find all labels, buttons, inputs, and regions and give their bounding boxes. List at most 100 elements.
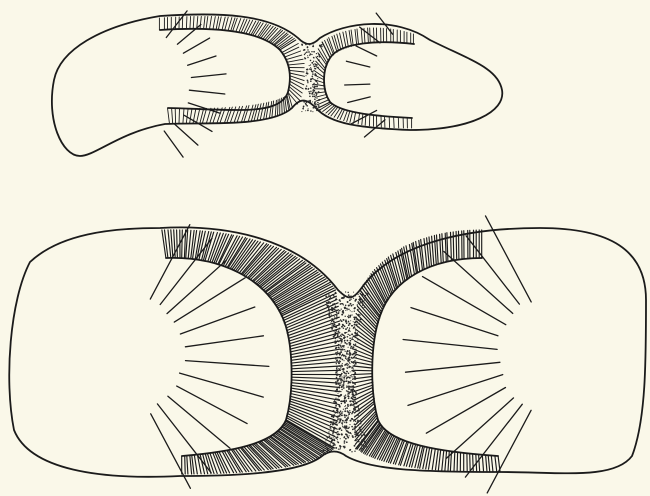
stipple-dot [346, 351, 347, 352]
radial-stroke [345, 84, 370, 85]
stipple-dot [311, 62, 313, 64]
stipple-dot [345, 400, 347, 402]
stipple-dot [340, 358, 341, 359]
stipple-dot [362, 445, 364, 447]
stipple-dot [359, 302, 361, 304]
stipple-dot [341, 433, 343, 435]
stipple-dot [357, 304, 359, 306]
stipple-dot [331, 318, 332, 319]
stipple-dot [310, 60, 312, 62]
stipple-dot [348, 322, 349, 323]
stipple-dot [314, 85, 315, 86]
stipple-dot [341, 343, 342, 344]
stipple-dot [353, 298, 354, 299]
stipple-dot [344, 442, 346, 444]
stipple-dot [314, 98, 316, 100]
stipple-dot [332, 420, 333, 421]
stipple-dot [312, 86, 313, 87]
stipple-dot [353, 349, 354, 350]
stipple-dot [318, 54, 320, 56]
hatch-stroke [282, 98, 283, 114]
stipple-dot [348, 428, 349, 429]
stipple-dot [339, 405, 341, 407]
stipple-dot [304, 58, 305, 59]
stipple-dot [347, 368, 348, 369]
hatch-stroke [182, 230, 183, 258]
stipple-dot [339, 360, 340, 361]
stipple-dot [335, 347, 337, 349]
stipple-dot [328, 306, 330, 308]
stipple-dot [346, 385, 347, 386]
stipple-dot [348, 356, 350, 358]
stipple-dot [343, 297, 345, 299]
stipple-dot [307, 47, 309, 49]
stipple-dot [351, 354, 353, 356]
stipple-dot [350, 420, 352, 422]
stipple-dot [339, 412, 341, 414]
stipple-dot [337, 433, 339, 435]
stipple-dot [304, 49, 305, 50]
stipple-dot [358, 441, 360, 443]
stipple-dot [349, 344, 351, 346]
stipple-dot [331, 428, 332, 429]
stipple-dot [305, 88, 307, 90]
stipple-dot [346, 353, 348, 355]
stipple-dot [333, 410, 334, 411]
stipple-dot [353, 405, 354, 406]
stipple-dot [344, 325, 346, 327]
stipple-dot [332, 434, 333, 435]
stipple-dot [335, 405, 337, 407]
stipple-dot [342, 420, 344, 422]
stipple-dot [319, 45, 321, 47]
stipple-dot [366, 292, 367, 293]
stipple-dot [340, 385, 341, 386]
stipple-dot [354, 355, 356, 357]
stipple-dot [308, 88, 309, 89]
stipple-dot [354, 406, 356, 408]
stipple-dot [313, 45, 314, 46]
stipple-dot [333, 430, 335, 432]
stipple-dot [310, 67, 311, 68]
stipple-dot [323, 450, 325, 452]
stipple-dot [351, 397, 352, 398]
stipple-dot [344, 421, 345, 422]
stipple-dot [353, 419, 354, 420]
stipple-dot [355, 349, 356, 350]
stipple-dot [327, 450, 328, 451]
stipple-dot [352, 347, 354, 349]
stipple-dot [334, 317, 336, 319]
stipple-dot [354, 423, 356, 425]
stipple-dot [349, 316, 351, 318]
stipple-dot [359, 324, 360, 325]
stipple-dot [344, 332, 346, 334]
stipple-dot [336, 390, 338, 392]
stipple-dot [343, 383, 344, 384]
stipple-dot [339, 338, 340, 339]
stipple-dot [340, 351, 342, 353]
stipple-dot [350, 346, 351, 347]
stipple-dot [354, 324, 356, 326]
stipple-dot [318, 99, 320, 101]
stipple-dot [343, 372, 344, 373]
stipple-dot [334, 412, 336, 414]
stipple-dot [307, 49, 308, 50]
stipple-dot [307, 73, 309, 75]
stipple-dot [314, 101, 316, 103]
stipple-dot [337, 349, 338, 350]
stipple-dot [343, 377, 345, 379]
stipple-dot [334, 316, 335, 317]
stipple-dot [353, 353, 355, 355]
stipple-dot [354, 383, 355, 384]
stipple-dot [354, 318, 356, 320]
stipple-dot [348, 347, 349, 348]
stipple-dot [317, 97, 318, 98]
stipple-dot [326, 302, 327, 303]
stipple-dot [338, 365, 340, 367]
stipple-dot [335, 358, 336, 359]
stipple-dot [316, 53, 317, 54]
stipple-dot [346, 308, 348, 310]
stipple-dot [345, 395, 346, 396]
stipple-dot [334, 309, 335, 310]
stipple-dot [361, 439, 363, 441]
